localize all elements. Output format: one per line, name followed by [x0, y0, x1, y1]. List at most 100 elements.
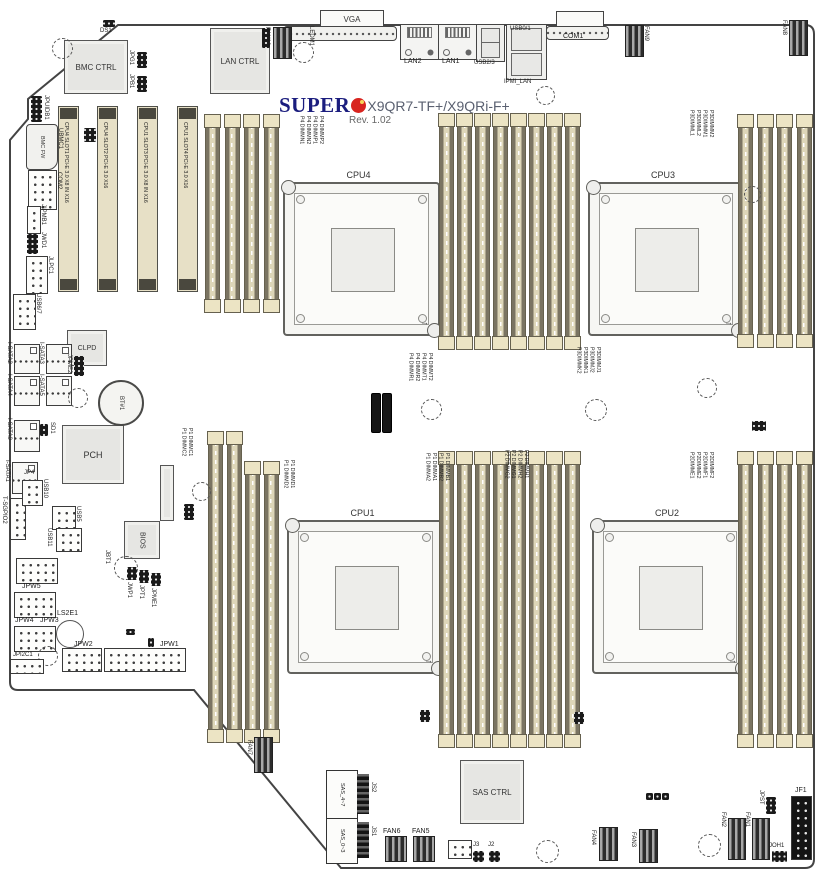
dimm-bank-bottom-middle-slot-3	[474, 451, 491, 748]
bios-chip: BIOS	[124, 521, 160, 559]
pcie-slot1: CPU4 SLOT1 PCI-E 3.0 X8 IN X16	[58, 106, 79, 292]
com2-label: COM2	[56, 172, 62, 190]
ds1-label: DS1	[100, 28, 112, 34]
cpu2-socket-arrow: →	[728, 655, 737, 665]
jwd1-label: JWD1	[40, 232, 46, 249]
trio-jumper-2	[654, 793, 661, 800]
dimm-labels-p4-rt-line: P4 DIMMT2	[426, 353, 433, 381]
dimm-labels-p4-np-line: P4 DIMMN2	[304, 116, 311, 145]
supermicro-logo-text: SUPER	[279, 93, 351, 117]
cpu3-socket-die	[635, 228, 699, 292]
ds1-led	[103, 20, 115, 27]
mount-circle-4	[744, 186, 761, 203]
t-sgpio2-header	[10, 498, 26, 540]
pcie-slot3: CPU1 SLOT3 PCI-E 3.0 X8 IN X16	[137, 106, 158, 292]
fan8-header	[789, 20, 808, 56]
i-sata2-label: I-SATA2	[6, 342, 12, 364]
cpu4-socket-pin-2	[296, 314, 305, 323]
dimm-labels-p3-lm-line: P3DIMMM1	[701, 110, 708, 138]
usb01-label: USB0/1	[510, 26, 531, 32]
cpu1-socket-pin-0	[300, 533, 309, 542]
sas-4-7-port: SAS_4~7	[326, 770, 358, 820]
fan6-header	[385, 836, 407, 862]
dimm-bank-top-right-slot-2	[756, 114, 774, 348]
cpu1-socket-pin-1	[422, 533, 431, 542]
dimm-labels-p2-gh-line: P2 DIMMH1	[522, 450, 529, 479]
jpw2-label: JPW2	[74, 641, 93, 648]
jlpc1-header	[26, 256, 48, 294]
pcie-slot4: CPU1 SLOT4 PCI-E 3.0 X16	[177, 106, 198, 292]
cpu3-socket-label: CPU3	[651, 170, 676, 180]
cpu3-socket: →	[586, 180, 746, 338]
jwp1-label: JWP1	[126, 582, 132, 599]
fan7-header	[254, 737, 273, 773]
cpu1-socket-screw-tl	[285, 518, 300, 533]
mount-circle-3	[536, 86, 555, 105]
dimm-bank-top-middle-slot-3	[474, 113, 491, 350]
aux-header	[448, 840, 472, 859]
dimm-bank-bottom-middle-slot-4	[492, 451, 509, 748]
j2-label: J2	[488, 842, 495, 848]
fan10-header	[273, 27, 292, 59]
jpw4-label: JPW4	[15, 617, 34, 624]
misc-jumper-2	[148, 638, 154, 647]
jpb1-jumper	[137, 76, 147, 92]
pcie-slot2-label: CPU4 SLOT2 PCI-E 3.0 X16	[102, 122, 109, 189]
pcie-slot3-cap-top	[139, 108, 156, 119]
dimm-bank-bottom-right-slot-2	[756, 451, 774, 748]
jpme2-jumper	[74, 356, 84, 376]
board-title: SUPER X9QR7-TF+/X9QRi-F+ Rev. 1.02	[279, 93, 510, 126]
sd1-part	[40, 424, 48, 436]
jpw5-label: JPW5	[22, 583, 41, 590]
cpu1-socket: →	[285, 518, 446, 676]
dimm-bank-top-middle-slot-8	[564, 113, 581, 350]
fan5-label: FAN5	[412, 828, 430, 835]
dimm-bank-bottom-middle-slot-1	[438, 451, 455, 748]
com1-label: COM1	[563, 33, 584, 40]
js2-label: JS2	[370, 782, 376, 793]
i-sata5-port	[46, 376, 72, 406]
cpu4-socket-screw-tl	[281, 180, 296, 195]
lan-ctrl-chip: LAN CTRL	[210, 28, 270, 94]
dimm-bank-bottom-left-b-slot-1	[244, 461, 261, 743]
dimm-labels-p2-gh-line: P2 DIMMG2	[503, 450, 510, 479]
pcie-area-jumper	[84, 128, 96, 142]
fan1-label: FAN1	[744, 812, 750, 828]
clpd-chip: CLPD	[67, 330, 107, 366]
dimm-labels-p3-lm-line: P3DIMML2	[694, 110, 701, 136]
fan7-label: FAN7	[246, 740, 252, 756]
dimm-labels-p3-jk-line: P3DIMMK1	[581, 347, 588, 374]
lan2-port	[400, 24, 439, 60]
jpi2c1-label: JPI2C1	[13, 652, 33, 658]
ubmc1-label: UBMC1	[57, 128, 63, 150]
joh1-label: JOH1	[769, 843, 785, 849]
dimm-bank-top-middle-slot-1	[438, 113, 455, 350]
jpw3-label: JPW3	[40, 617, 59, 624]
ls2e1-label: LS2E1	[57, 610, 79, 617]
trio-jumper-1	[646, 793, 653, 800]
dimm-labels-p2-gh-line: P2 DIMMG1	[509, 450, 516, 479]
usb5-header	[52, 506, 76, 530]
jipmb1-header	[27, 206, 41, 234]
bmc-ctrl-chip: BMC CTRL	[64, 40, 128, 94]
speaker-circle-4	[698, 834, 721, 857]
cpu2-socket-pin-0	[605, 533, 614, 542]
dimm-labels-p2-ef-line: P2DIMMF2	[707, 452, 714, 479]
fan6-label: FAN6	[383, 828, 401, 835]
jp4-header	[22, 480, 43, 506]
js1-strip	[357, 822, 369, 858]
dimm-bank-top-left-slot-2	[223, 114, 241, 313]
jwp1-jumper	[127, 567, 137, 580]
cpu3-socket-pin-0	[601, 195, 610, 204]
jpme1-label: JPME1	[150, 588, 156, 608]
cpu2-socket-pin-1	[726, 533, 735, 542]
dimm-labels-p3-lm-line: P3DIMML1	[688, 110, 695, 136]
dimm-bank-top-middle-slot-5	[510, 113, 527, 350]
fan2-label: FAN2	[720, 812, 726, 828]
dimm-labels-p4-np-line: P4 DIMMP2	[317, 116, 324, 144]
dimm-labels-p1-d-line: P1 DIMMD2	[282, 460, 289, 489]
